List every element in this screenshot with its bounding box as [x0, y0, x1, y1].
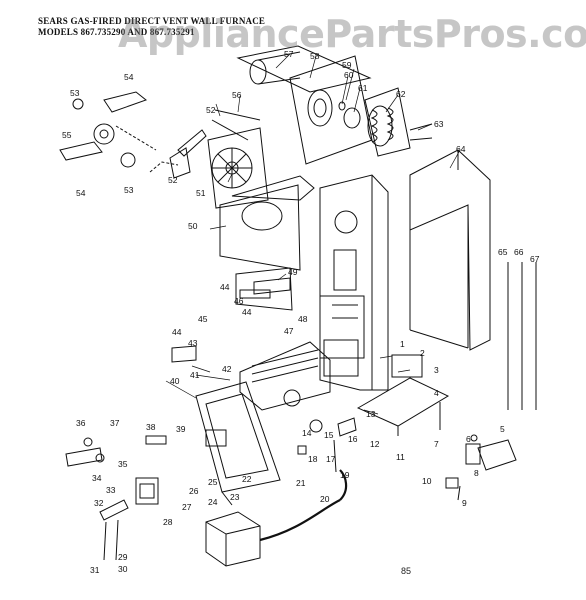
callout-30: 30	[118, 564, 128, 574]
callout-34: 34	[92, 473, 102, 483]
callout-24: 24	[208, 497, 218, 507]
callout-67: 67	[530, 254, 540, 264]
callout-44a: 44	[172, 327, 182, 337]
callout-46: 46	[234, 296, 244, 306]
callout-43: 43	[188, 338, 198, 348]
callout-64: 64	[456, 144, 466, 154]
callout-9: 9	[462, 498, 467, 508]
callout-61: 61	[358, 83, 368, 93]
callout-53a: 53	[70, 88, 80, 98]
callout-45: 45	[198, 314, 208, 324]
brackets	[149, 109, 261, 179]
callout-57: 57	[284, 49, 294, 59]
callout-65: 65	[498, 247, 508, 257]
callout-3: 3	[434, 365, 439, 375]
callout-63: 63	[434, 119, 444, 129]
diagram-title: SEARS GAS-FIRED DIRECT VENT WALL FURNACE	[38, 16, 266, 26]
callout-28: 28	[163, 517, 173, 527]
model-numbers: MODELS 867.735290 AND 867.735291	[38, 27, 195, 37]
callout-11: 11	[396, 452, 405, 462]
callout-32: 32	[94, 498, 104, 508]
callout-22: 22	[242, 474, 252, 484]
cabinet-column	[319, 174, 389, 391]
callout-52a: 52	[206, 105, 216, 115]
rods	[507, 262, 537, 410]
callout-21: 21	[296, 478, 306, 488]
callout-52b: 52	[168, 175, 178, 185]
combustion-chamber-panel	[195, 381, 281, 506]
callout-36: 36	[76, 418, 86, 428]
electrical-parts	[445, 434, 517, 501]
callout-10: 10	[422, 476, 432, 486]
site-watermark: AppliancePartsPros.com	[118, 12, 586, 56]
callout-62: 62	[396, 89, 406, 99]
callout-33: 33	[106, 485, 116, 495]
callout-49: 49	[288, 267, 298, 277]
callout-17: 17	[326, 454, 336, 464]
callout-labels: 1 2 3 4 5 6 7 8 9 10 11 12 13 14 15 16 1…	[62, 49, 540, 575]
callout-37: 37	[110, 418, 120, 428]
callout-51: 51	[196, 188, 206, 198]
callout-66: 66	[514, 247, 524, 257]
callout-20: 20	[320, 494, 330, 504]
small-brackets	[171, 277, 291, 363]
callout-29: 29	[118, 552, 128, 562]
callout-8: 8	[474, 468, 479, 478]
callout-35: 35	[118, 459, 128, 469]
cabinet-side-panel	[409, 149, 491, 351]
callout-7: 7	[434, 439, 439, 449]
callout-50: 50	[188, 221, 198, 231]
gas-supply-pipe	[259, 469, 348, 542]
callout-19: 19	[340, 470, 350, 480]
page-number: 85	[401, 566, 412, 576]
bottom-plate	[356, 354, 450, 436]
callout-59: 59	[342, 60, 352, 70]
burner-parts	[65, 435, 167, 561]
callout-39: 39	[176, 424, 186, 434]
callout-27: 27	[182, 502, 192, 512]
callout-12: 12	[370, 439, 380, 449]
callout-60: 60	[344, 70, 354, 80]
callout-54b: 54	[76, 188, 86, 198]
vent-pipe-assembly	[236, 45, 373, 165]
callout-54a: 54	[124, 72, 134, 82]
callout-1: 1	[400, 339, 405, 349]
callout-16: 16	[348, 434, 358, 444]
callout-4: 4	[434, 388, 439, 398]
callout-42: 42	[222, 364, 232, 374]
callout-48: 48	[298, 314, 308, 324]
motor-parts	[59, 91, 157, 168]
callout-38: 38	[146, 422, 156, 432]
callout-40: 40	[170, 376, 180, 386]
callout-23: 23	[230, 492, 240, 502]
gas-valve	[205, 511, 261, 567]
callout-18: 18	[308, 454, 318, 464]
callout-55: 55	[62, 130, 72, 140]
callout-44b: 44	[220, 282, 230, 292]
heat-exchanger	[239, 341, 331, 411]
callout-13: 13	[366, 409, 376, 419]
callout-41: 41	[190, 370, 200, 380]
leader-lines	[165, 53, 461, 415]
callout-2: 2	[420, 348, 425, 358]
callout-47: 47	[284, 326, 294, 336]
callout-25: 25	[208, 477, 218, 487]
callout-56: 56	[232, 90, 242, 100]
front-cover	[219, 175, 315, 311]
vent-collar-assembly	[338, 87, 433, 157]
fittings	[297, 417, 357, 473]
callout-31: 31	[90, 565, 100, 575]
callout-14: 14	[302, 428, 312, 438]
callout-6: 6	[466, 434, 471, 444]
callout-44c: 44	[242, 307, 252, 317]
callout-58: 58	[310, 51, 320, 61]
callout-15: 15	[324, 430, 334, 440]
callout-26: 26	[189, 486, 199, 496]
callout-5: 5	[500, 424, 505, 434]
callout-53b: 53	[124, 185, 134, 195]
